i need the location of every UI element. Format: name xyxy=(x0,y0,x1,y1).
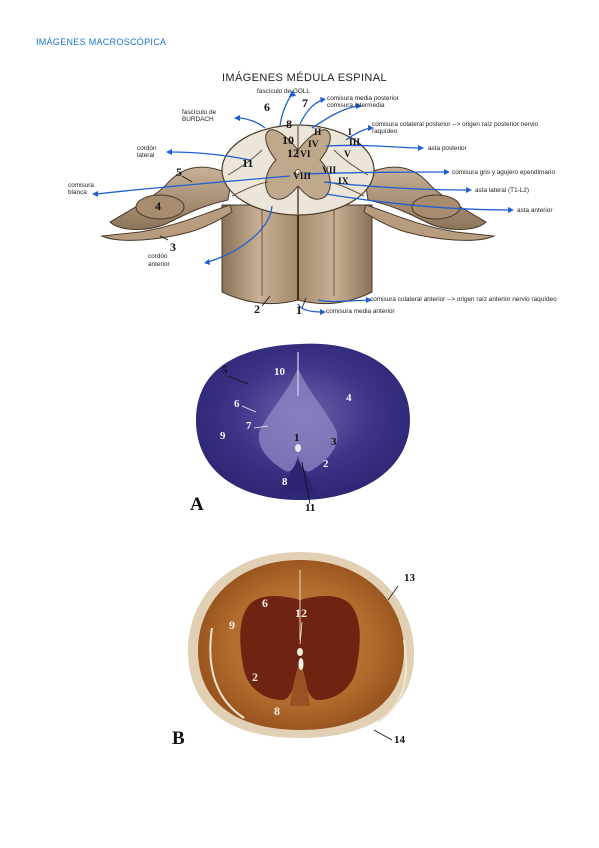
figure-a-number-10: 10 xyxy=(274,366,285,378)
lamina-VI: VI xyxy=(300,150,311,160)
label-comisura-blanca-2: blanca xyxy=(68,189,87,196)
figure-a-number-8: 8 xyxy=(282,476,288,488)
label-colateral-posterior-1: comisura colateral posterior --> origen … xyxy=(372,121,539,128)
label-comisura-intermedia: comisura intermedia xyxy=(327,102,385,109)
figure-b-number-13: 13 xyxy=(404,572,415,584)
label-comisura-media-anterior: comisura media anterior xyxy=(326,308,395,315)
lamina-I: I xyxy=(348,128,352,138)
figure-a-number-11: 11 xyxy=(305,502,316,514)
figure-a-number-6: 6 xyxy=(234,398,240,410)
label-comisura-blanca-1: comisura xyxy=(68,182,94,189)
figure-a-number-7: 7 xyxy=(246,420,252,432)
diagram-number-11: 11 xyxy=(242,156,254,170)
spinal-cord-diagram xyxy=(92,90,514,315)
page-header: IMÁGENES MACROSCÓPICA xyxy=(36,37,167,47)
label-cordon-lateral-2: lateral xyxy=(137,152,155,159)
diagram-number-2: 2 xyxy=(254,302,260,316)
figure-b-number-2: 2 xyxy=(252,670,258,684)
label-cordon-anterior-2: anterior xyxy=(148,261,170,268)
figure-b-number-6: 6 xyxy=(262,596,268,610)
label-cordon-lateral-1: cordón xyxy=(137,145,157,152)
lamina-V: V xyxy=(344,150,351,160)
label-asta-anterior: asta anterior xyxy=(517,207,553,214)
figure-a-letter: A xyxy=(190,494,204,515)
lamina-IX: IX xyxy=(338,177,349,187)
label-fasciculo-burdach-1: fascículo de xyxy=(182,109,217,116)
diagram-number-4: 4 xyxy=(155,199,161,213)
lamina-VII: VII xyxy=(322,166,337,176)
diagram-number-3: 3 xyxy=(170,240,176,254)
diagram-number-5: 5 xyxy=(176,165,182,179)
figure-b-number-12: 12 xyxy=(295,606,307,620)
diagram-number-7: 7 xyxy=(302,96,308,110)
lamina-II: II xyxy=(314,128,322,138)
figure-b-number-8: 8 xyxy=(274,704,280,718)
figure-b-number-9: 9 xyxy=(229,618,235,632)
label-fasciculo-goll: fascículo de GOLL xyxy=(257,88,310,95)
figure-a-number-5: 5 xyxy=(222,364,228,376)
label-comisura-media-posterior: comisura media posterior xyxy=(327,95,399,102)
label-asta-lateral: asta lateral (T1-L2) xyxy=(475,187,529,194)
label-colateral-anterior: comisura colateral anterior --> origen r… xyxy=(370,296,557,303)
label-comisura-gris: comisura gris y agujero ependimario xyxy=(452,169,556,176)
label-fasciculo-burdach-2: BURDACH xyxy=(182,116,214,123)
label-asta-posterior: asta posterior xyxy=(428,145,467,152)
lamina-VIII: VIII xyxy=(293,172,311,182)
diagram-number-10: 10 xyxy=(282,133,294,147)
diagram-number-12: 12 xyxy=(287,146,299,160)
diagram-number-1: 1 xyxy=(296,303,302,317)
figure-a-number-1: 1 xyxy=(294,432,300,444)
figure-a-number-2: 2 xyxy=(323,458,329,470)
figure-b-letter: B xyxy=(172,728,185,749)
figure-a-number-9: 9 xyxy=(220,430,226,442)
figure-a-number-4: 4 xyxy=(346,392,352,404)
label-cordon-anterior-1: cordón xyxy=(148,253,168,260)
lamina-III: III xyxy=(349,138,361,148)
diagram-number-8: 8 xyxy=(286,117,292,131)
page-title: IMÁGENES MÉDULA ESPINAL xyxy=(221,72,388,84)
label-colateral-posterior-2: raquídeo xyxy=(372,128,398,135)
figure-b-number-14: 14 xyxy=(394,734,405,746)
lamina-IV: IV xyxy=(308,140,319,150)
figure-a-number-3: 3 xyxy=(331,436,337,448)
diagram-number-6: 6 xyxy=(264,100,270,114)
